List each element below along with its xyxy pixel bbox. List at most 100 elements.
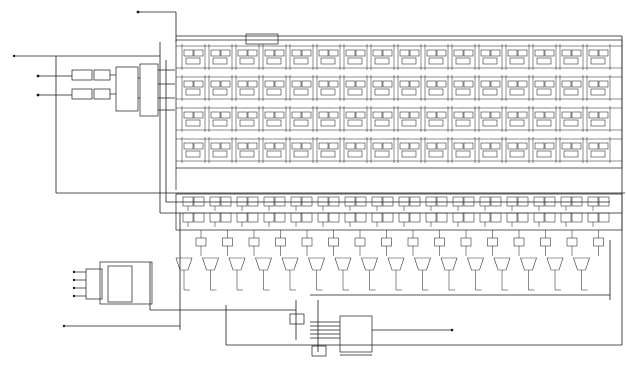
sense-amplifier bbox=[371, 196, 394, 211]
cell-transistor bbox=[517, 80, 528, 88]
cell-transistor bbox=[247, 111, 258, 119]
memory-cell bbox=[208, 106, 233, 132]
memory-cell bbox=[532, 44, 557, 70]
column-mux bbox=[301, 230, 313, 256]
cell-latch bbox=[428, 150, 444, 158]
cell-transistor bbox=[328, 80, 339, 88]
sa-half bbox=[544, 212, 556, 223]
cell-transistor bbox=[409, 111, 420, 119]
memory-array-frame bbox=[175, 33, 623, 190]
driver-gate bbox=[573, 257, 590, 271]
sa-half bbox=[247, 212, 259, 223]
cell-transistor bbox=[598, 80, 609, 88]
sense-amplifier bbox=[452, 196, 475, 211]
sa-half bbox=[236, 212, 248, 223]
sa-half bbox=[544, 196, 556, 207]
memory-cell bbox=[235, 44, 260, 70]
cell-transistor bbox=[247, 142, 258, 150]
cell-transistor bbox=[237, 111, 248, 119]
sa-half bbox=[598, 212, 610, 223]
output-driver bbox=[573, 257, 590, 291]
cell-transistor bbox=[588, 49, 599, 57]
cell-transistor bbox=[237, 142, 248, 150]
sense-amplifier bbox=[317, 212, 340, 227]
cell-latch bbox=[374, 57, 390, 65]
cell-latch bbox=[266, 88, 282, 96]
mux-box bbox=[354, 237, 366, 247]
cell-transistor bbox=[463, 80, 474, 88]
sa-half bbox=[193, 212, 205, 223]
sa-half bbox=[452, 196, 464, 207]
sa-half bbox=[236, 196, 248, 207]
cell-latch bbox=[239, 150, 255, 158]
cell-transistor bbox=[399, 142, 410, 150]
driver-gate bbox=[387, 257, 405, 271]
cell-transistor bbox=[264, 142, 275, 150]
cell-transistor bbox=[544, 80, 555, 88]
cell-latch bbox=[482, 57, 498, 65]
cell-latch bbox=[212, 88, 228, 96]
sense-amplifier bbox=[371, 212, 394, 227]
sense-amplifier bbox=[452, 212, 475, 227]
memory-cell bbox=[424, 44, 449, 70]
cell-latch bbox=[374, 150, 390, 158]
cell-transistor bbox=[588, 111, 599, 119]
cell-transistor bbox=[355, 142, 366, 150]
sa-half bbox=[328, 196, 340, 207]
sa-half bbox=[382, 196, 394, 207]
cell-transistor bbox=[561, 111, 572, 119]
memory-cell bbox=[181, 106, 206, 132]
cell-latch bbox=[509, 119, 525, 127]
column-mux bbox=[222, 230, 233, 256]
memory-cell bbox=[262, 75, 287, 101]
cell-transistor bbox=[301, 49, 312, 57]
sa-half bbox=[479, 212, 491, 223]
memory-cell bbox=[505, 75, 530, 101]
memory-cell bbox=[586, 75, 611, 101]
column-mux bbox=[460, 230, 472, 256]
output-driver bbox=[493, 257, 511, 291]
column-mux bbox=[407, 230, 419, 256]
cell-transistor bbox=[193, 111, 204, 119]
cell-latch bbox=[185, 150, 201, 158]
memory-cell bbox=[397, 106, 422, 132]
memory-cell bbox=[586, 44, 611, 70]
output-driver bbox=[361, 257, 378, 291]
memory-cell bbox=[505, 106, 530, 132]
cell-transistor bbox=[561, 142, 572, 150]
memory-cell bbox=[235, 106, 260, 132]
cell-transistor bbox=[183, 111, 194, 119]
output-control-block bbox=[289, 313, 373, 357]
output-driver bbox=[546, 257, 564, 291]
column-mux bbox=[328, 230, 339, 256]
sa-half bbox=[355, 212, 367, 223]
cell-latch bbox=[239, 119, 255, 127]
driver-gate bbox=[228, 257, 246, 271]
driver-gate bbox=[440, 257, 458, 271]
memory-cell bbox=[478, 137, 503, 163]
sa-half bbox=[533, 212, 545, 223]
driver-gate bbox=[308, 257, 325, 271]
output-driver bbox=[440, 257, 458, 291]
global-wiring bbox=[14, 11, 625, 352]
cell-latch bbox=[185, 88, 201, 96]
cell-latch bbox=[293, 88, 309, 96]
memory-cell bbox=[451, 137, 476, 163]
sa-half bbox=[209, 212, 221, 223]
memory-cell bbox=[208, 44, 233, 70]
memory-cell bbox=[505, 44, 530, 70]
cell-transistor bbox=[598, 49, 609, 57]
cell-latch bbox=[212, 150, 228, 158]
sa-half bbox=[598, 196, 610, 207]
memory-cell bbox=[397, 137, 422, 163]
cell-transistor bbox=[436, 80, 447, 88]
cell-transistor bbox=[588, 142, 599, 150]
sense-amplifier bbox=[344, 196, 367, 211]
cell-latch bbox=[482, 150, 498, 158]
cell-latch bbox=[320, 88, 336, 96]
output-driver bbox=[202, 257, 219, 291]
driver-gate bbox=[202, 257, 219, 271]
cell-transistor bbox=[480, 80, 491, 88]
memory-cell bbox=[559, 75, 584, 101]
cell-transistor bbox=[571, 142, 582, 150]
